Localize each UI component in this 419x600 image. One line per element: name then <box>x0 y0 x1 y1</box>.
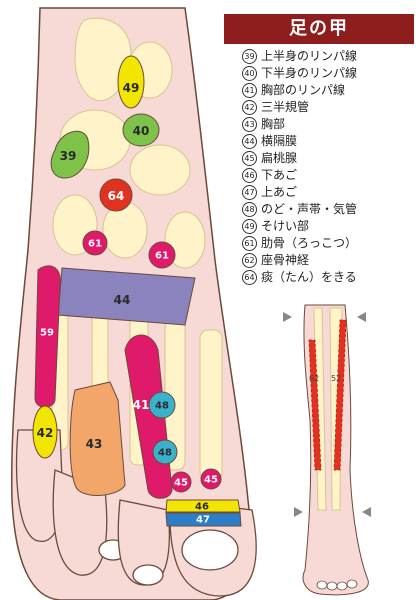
zone-46[interactable] <box>165 499 241 513</box>
legend-item: 39 上半身のリンパ線 <box>242 48 414 65</box>
legend-item: 40 下半身のリンパ線 <box>242 65 414 82</box>
legend-number-circle: 64 <box>242 270 257 285</box>
zone-45-left-label: 45 <box>174 478 188 489</box>
legend-label: 肋骨（ろっこつ） <box>261 236 358 250</box>
legend-item: 48 のど・声帯・気管 <box>242 201 414 218</box>
legend-number-circle: 46 <box>242 168 257 183</box>
leg-label-52: 52 <box>331 374 342 383</box>
legend-number-circle: 45 <box>242 151 257 166</box>
legend-number-circle: 43 <box>242 117 257 132</box>
legend-label: そけい部 <box>261 219 310 233</box>
marker-arrow-bottom-right <box>362 507 371 517</box>
zone-45-left[interactable] <box>170 471 192 493</box>
legend-number-circle: 48 <box>242 202 257 217</box>
legend-number-circle: 40 <box>242 66 257 81</box>
marker-arrow-top-left <box>283 312 292 322</box>
legend-item: 41 胸部のリンパ線 <box>242 82 414 99</box>
zone-39-label: 39 <box>60 149 77 163</box>
legend-label: のど・声帯・気管 <box>261 202 358 216</box>
legend-item: 64 痰（たん）をきる <box>242 269 414 286</box>
zone-49-label: 49 <box>123 81 140 95</box>
zone-47-label: 47 <box>196 515 210 526</box>
zone-42[interactable] <box>32 405 58 459</box>
legend-label: 痰（たん）をきる <box>261 270 357 284</box>
zone-42-label: 42 <box>37 426 54 440</box>
legend-number-circle: 44 <box>242 134 257 149</box>
legend-item: 45 扁桃腺 <box>242 150 414 167</box>
zone-48-upper-label: 48 <box>155 401 169 412</box>
zone-61-right-label: 61 <box>155 251 169 262</box>
legend-number-circle: 47 <box>242 185 257 200</box>
zone-48-lower[interactable] <box>152 439 178 465</box>
zone-64-label: 64 <box>108 189 125 203</box>
legend-number-circle: 49 <box>242 219 257 234</box>
zone-48-lower-label: 48 <box>158 448 172 459</box>
zone-40-label: 40 <box>133 124 150 138</box>
zone-48-upper[interactable] <box>148 391 176 419</box>
zone-40[interactable] <box>122 113 160 147</box>
zone-45-right-label: 45 <box>204 475 218 486</box>
zone-41-label: 41 <box>133 398 150 412</box>
legend-number-circle: 41 <box>242 83 257 98</box>
legend-label: 胸部のリンパ線 <box>261 83 346 97</box>
zone-59-label: 59 <box>40 328 54 339</box>
leg-label-62: 62 <box>309 374 320 383</box>
legend-item: 44 横隔膜 <box>242 133 414 150</box>
zone-59[interactable] <box>34 265 61 408</box>
legend-label: 上半身のリンパ線 <box>261 49 358 63</box>
zone-49[interactable] <box>117 55 145 109</box>
legend-label: 胸部 <box>261 117 286 131</box>
zone-47[interactable] <box>165 512 242 527</box>
zone-61-left[interactable] <box>82 230 108 256</box>
legend-label: 座骨神経 <box>261 253 310 267</box>
marker-arrow-bottom-left <box>294 507 303 517</box>
zone-45-right[interactable] <box>200 468 222 490</box>
legend-number-circle: 61 <box>242 236 257 251</box>
legend-number-circle: 39 <box>242 49 257 64</box>
legend-item: 46 下あご <box>242 167 414 184</box>
legend-label: 三半規管 <box>261 100 310 114</box>
legend-item: 47 上あご <box>242 184 414 201</box>
legend-number-circle: 62 <box>242 253 257 268</box>
legend-item: 49 そけい部 <box>242 218 414 235</box>
leg-zone-62[interactable] <box>308 339 322 471</box>
legend-label: 下半身のリンパ線 <box>261 66 358 80</box>
marker-arrow-top-right <box>357 312 366 322</box>
zone-39[interactable] <box>50 130 90 179</box>
legend-label: 横隔膜 <box>261 134 298 148</box>
legend-item: 62 座骨神経 <box>242 252 414 269</box>
legend-item: 42 三半規管 <box>242 99 414 116</box>
legend-label: 扁桃腺 <box>261 151 298 165</box>
zone-64[interactable] <box>99 178 133 212</box>
legend-title: 足の甲 <box>224 14 414 44</box>
leg-zone-52[interactable] <box>333 319 347 471</box>
legend-item: 61 肋骨（ろっこつ） <box>242 235 414 252</box>
zone-44-label: 44 <box>114 293 131 307</box>
zone-46-label: 46 <box>195 502 209 513</box>
leg-toes <box>316 579 358 591</box>
zone-43[interactable] <box>69 381 126 496</box>
legend-label: 上あご <box>261 185 298 199</box>
zone-43-label: 43 <box>86 437 103 451</box>
leg-inset <box>283 304 371 596</box>
zone-61-left-label: 61 <box>88 239 102 250</box>
legend-number-circle: 42 <box>242 100 257 115</box>
zone-61-right[interactable] <box>148 241 176 269</box>
legend-label: 下あご <box>261 168 298 182</box>
legend-item: 43 胸部 <box>242 116 414 133</box>
